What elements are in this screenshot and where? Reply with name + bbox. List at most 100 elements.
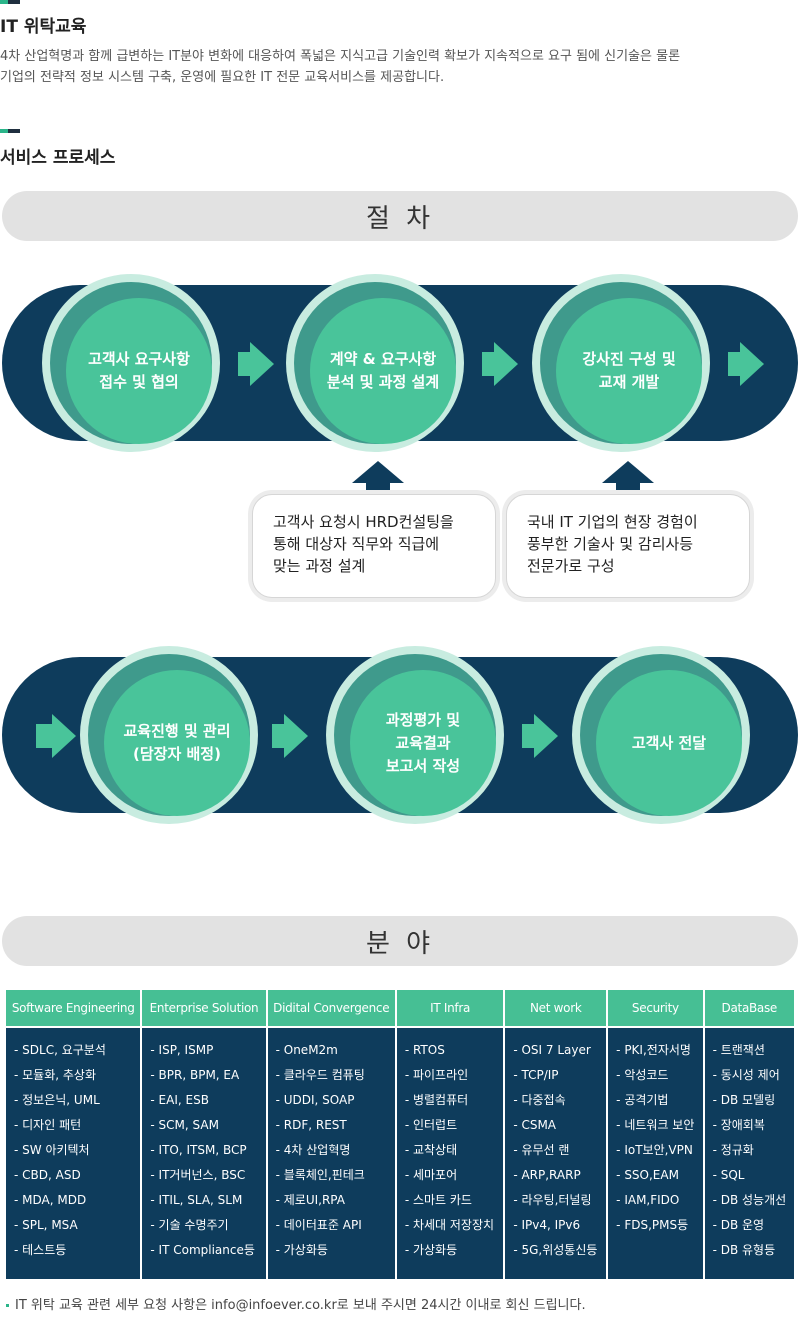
list-item: - 유무선 랜 [513,1143,570,1157]
step-arrow-4 [52,714,76,758]
list-item: - MDA, MDD [14,1193,87,1207]
list-item: - 다중접속 [513,1093,566,1107]
footer-text: IT 위탁 교육 관련 세부 요청 사항은 info@infoever.co.k… [15,1298,586,1313]
fields-header: 분 야 [2,916,798,966]
list-item: - 공격기법 [616,1093,669,1107]
field-column-digital-convergence: - OneM2m - 클라우드 컴퓨팅 - UDDI, SOAP - RDF, … [267,1028,395,1279]
footer-notice: IT 위탁 교육 관련 세부 요청 사항은 info@infoever.co.k… [6,1294,586,1313]
list-item: - 차세대 저장장치 [404,1218,495,1232]
field-header-digital-convergence: Didital Convergence [267,990,395,1028]
intro-text: 4차 산업혁명과 함께 급변하는 IT분야 변화에 대응하여 폭넓은 지식고급 … [0,46,790,88]
list-item: - 테스트등 [14,1243,67,1257]
list-item: - 트랜잭션 [712,1043,765,1057]
list-item: - TCP/IP [513,1068,559,1082]
field-header-software-engineering: Software Engineering [6,990,141,1028]
step-circle-4: 교육진행 및 관리 (담장자 배정) [80,646,258,824]
note-expert-instructors: 국내 IT 기업의 현장 경험이 풍부한 기술사 및 감리사등 전문가로 구성 [506,494,750,598]
list-item: - 데이터표준 API [275,1218,362,1232]
list-item: - 가상화등 [275,1243,328,1257]
list-item: - DB 운영 [712,1218,765,1232]
list-item: - SPL, MSA [14,1218,78,1232]
list-item: - IT거버넌스, BSC [150,1168,246,1182]
list-item: - SSO,EAM [616,1168,679,1182]
list-item: - 악성코드 [616,1068,669,1082]
list-item: - OneM2m [275,1043,338,1057]
list-item: - 클라우드 컴퓨팅 [275,1068,365,1082]
list-item: - IAM,FIDO [616,1193,680,1207]
list-item: - 인터럽트 [404,1118,458,1132]
list-item: - 세마포어 [404,1168,458,1182]
list-item: - 정규화 [712,1143,754,1157]
list-item: - SW 아키텍처 [14,1143,90,1157]
intro-line-1: 4차 산업혁명과 함께 급변하는 IT분야 변화에 대응하여 폭넓은 지식고급 … [0,49,681,64]
field-header-security: Security [608,990,703,1028]
field-column-network: - OSI 7 Layer - TCP/IP - 다중접속 - CSMA - 유… [505,1028,607,1279]
list-item: - OSI 7 Layer [513,1043,591,1057]
list-item: - UDDI, SOAP [275,1093,355,1107]
field-column-software-engineering: - SDLC, 요구분석 - 모듈화, 추상화 - 정보은닉, UML - 디자… [6,1028,141,1279]
list-item: - 장애회복 [712,1118,765,1132]
list-item: - ARP,RARP [513,1168,581,1182]
list-item: - 가상화등 [404,1243,458,1257]
list-item: - IPv4, IPv6 [513,1218,581,1232]
list-item: - SQL [712,1168,745,1182]
list-item: - 기술 수명주기 [150,1218,229,1232]
list-item: - 교착상태 [404,1143,458,1157]
list-item: - 스마트 카드 [404,1193,472,1207]
list-item: - 라우팅,터널링 [513,1193,592,1207]
step-circle-5: 과정평가 및 교육결과 보고서 작성 [326,646,504,824]
step-arrow-1 [250,342,274,386]
up-arrow-1 [352,461,404,497]
list-item: - RTOS [404,1043,445,1057]
step-label-6: 고객사 전달 [596,670,742,816]
list-item: - DB 유형등 [712,1243,776,1257]
list-item: - 제로UI,RPA [275,1193,345,1207]
field-header-it-infra: IT Infra [396,990,504,1028]
list-item: - 정보은닉, UML [14,1093,100,1107]
field-column-it-infra: - RTOS - 파이프라인 - 병렬컴퓨터 - 인터럽트 - 교착상태 - 세… [396,1028,504,1279]
process-title: 서비스 프로세스 [0,148,116,168]
list-item: - 모듈화, 추상화 [14,1068,97,1082]
field-column-database: - 트랜잭션 - 동시성 제어 - DB 모델링 - 장애회복 - 정규화 - … [704,1028,794,1279]
list-item: - 네트워크 보안 [616,1118,695,1132]
step-label-3: 강사진 구성 및 교재 개발 [556,298,702,444]
list-item: - ITIL, SLA, SLM [150,1193,243,1207]
list-item: - 동시성 제어 [712,1068,780,1082]
list-item: - IoT보안,VPN [616,1143,693,1157]
field-column-enterprise-solution: - ISP, ISMP - BPR, BPM, EA - EAI, ESB - … [142,1028,266,1279]
fields-table: Software Engineering Enterprise Solution… [4,990,796,1279]
step-label-2: 계약 & 요구사항 분석 및 과정 설계 [310,298,456,444]
process-header: 절 차 [2,191,798,241]
up-arrow-2 [602,461,654,497]
list-item: - 5G,위성통신등 [513,1243,598,1257]
list-item: - DB 성능개선 [712,1193,787,1207]
list-item: - 파이프라인 [404,1068,469,1082]
list-item: - EAI, ESB [150,1093,209,1107]
field-header-enterprise-solution: Enterprise Solution [142,990,266,1028]
step-label-1: 고객사 요구사항 접수 및 협의 [66,298,212,444]
list-item: - ISP, ISMP [150,1043,214,1057]
section-marker [0,129,20,133]
section-marker [0,0,20,4]
step-circle-1: 고객사 요구사항 접수 및 협의 [42,274,220,452]
list-item: - CSMA [513,1118,557,1132]
list-item: - 병렬컴퓨터 [404,1093,469,1107]
step-arrow-5 [284,714,308,758]
step-arrow-3 [740,342,764,386]
step-arrow-6 [534,714,558,758]
list-item: - CBD, ASD [14,1168,81,1182]
list-item: - BPR, BPM, EA [150,1068,240,1082]
list-item: - PKI,전자서명 [616,1043,691,1057]
step-circle-3: 강사진 구성 및 교재 개발 [532,274,710,452]
list-item: - 블록체인,핀테크 [275,1168,365,1182]
note-hrd-consulting: 고객사 요청시 HRD컨설팅을 통해 대상자 직무와 직급에 맞는 과정 설계 [252,494,496,598]
step-circle-2: 계약 & 요구사항 분석 및 과정 설계 [286,274,464,452]
list-item: - ITO, ITSM, BCP [150,1143,247,1157]
list-item: - SCM, SAM [150,1118,219,1132]
intro-line-2: 기업의 전략적 정보 시스템 구축, 운영에 필요한 IT 전문 교육서비스를 … [0,70,445,85]
intro-title: IT 위탁교육 [0,17,87,37]
step-label-4: 교육진행 및 관리 (담장자 배정) [104,670,250,816]
list-item: - IT Compliance등 [150,1243,255,1257]
step-circle-6: 고객사 전달 [572,646,750,824]
list-item: - 디자인 패턴 [14,1118,82,1132]
